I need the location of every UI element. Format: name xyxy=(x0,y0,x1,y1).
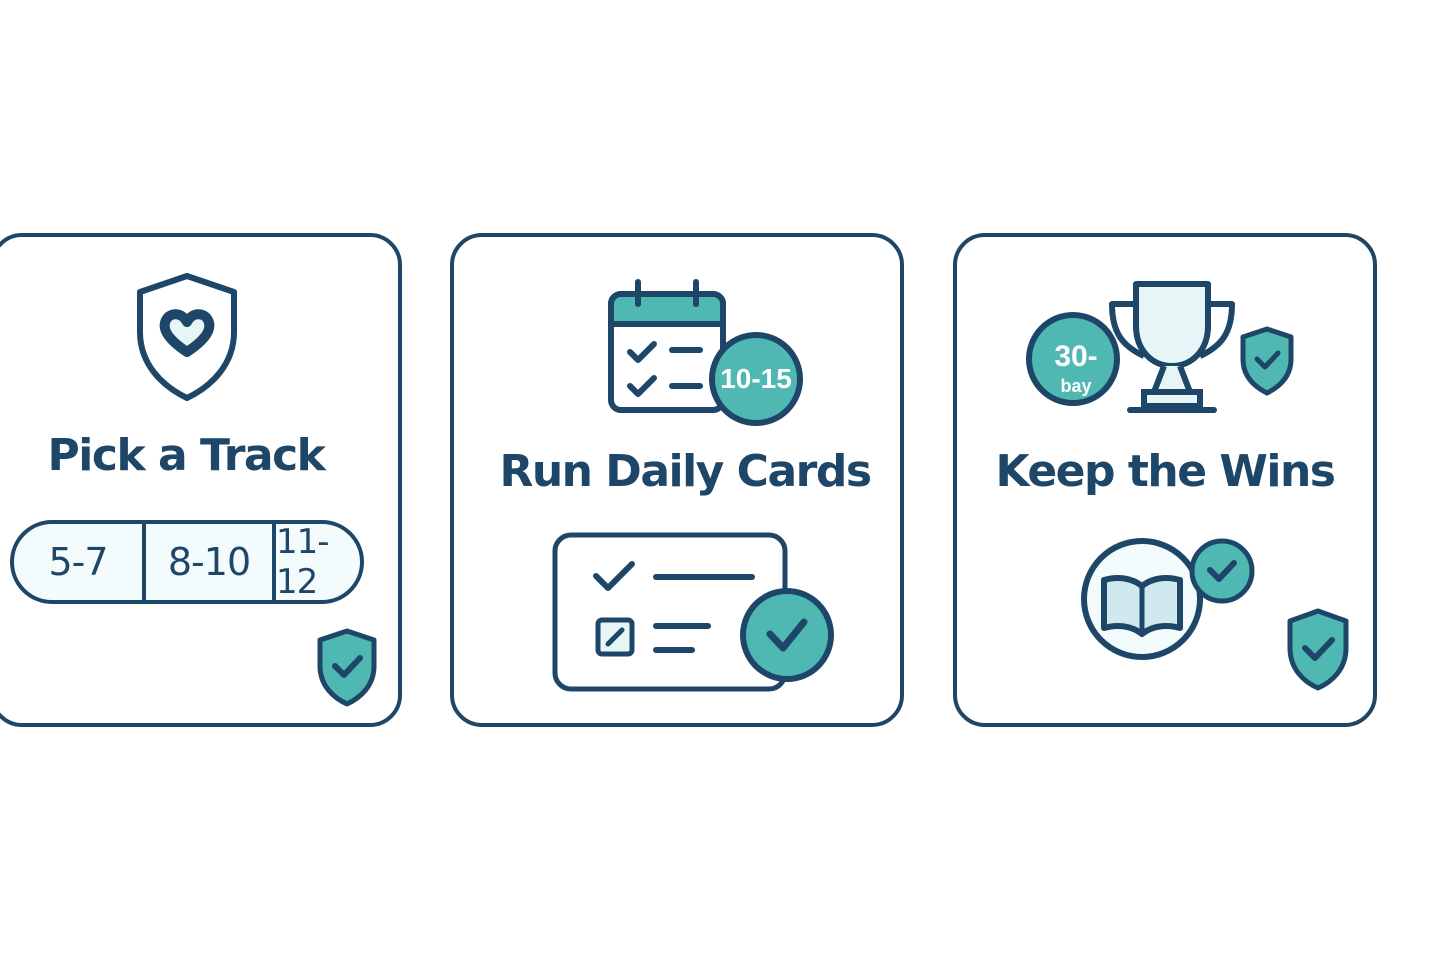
book-icon xyxy=(1081,538,1203,660)
step-title: Keep the Wins xyxy=(995,446,1336,497)
checklist-card-icon xyxy=(552,532,788,692)
check-circle-icon xyxy=(740,588,834,682)
duration-badge-text: 10-15 xyxy=(720,363,792,394)
shield-check-icon xyxy=(317,628,377,707)
trophy-icon xyxy=(1109,281,1235,413)
shield-check-icon xyxy=(1240,326,1294,396)
duration-badge: 10-15 xyxy=(709,332,803,426)
shield-check-icon xyxy=(1287,608,1349,691)
step-title: Run Daily Cards xyxy=(499,446,872,497)
shield-heart-icon xyxy=(137,273,237,401)
track-option[interactable]: 8-10 xyxy=(142,524,272,600)
track-selector[interactable]: 5-7 8-10 11-12 xyxy=(10,520,364,604)
track-option[interactable]: 11-12 xyxy=(272,524,360,600)
streak-badge-top: 30- xyxy=(1054,340,1097,373)
calendar-checklist-icon xyxy=(608,279,726,413)
check-circle-icon xyxy=(1189,538,1255,604)
step-title: Pick a Track xyxy=(47,430,326,481)
streak-badge: 30- bay xyxy=(1026,312,1120,406)
track-option[interactable]: 5-7 xyxy=(48,540,108,584)
streak-badge-bottom: bay xyxy=(1060,376,1091,396)
